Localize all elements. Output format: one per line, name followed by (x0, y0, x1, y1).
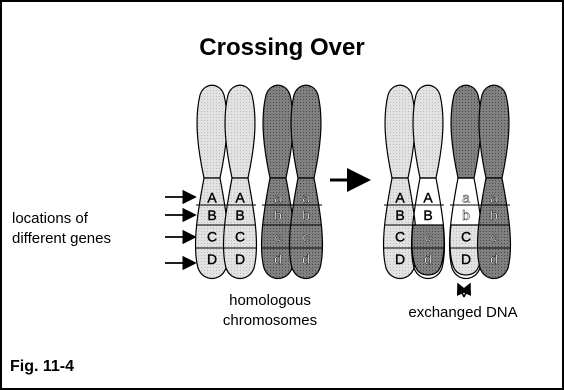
gene-label: c (425, 229, 432, 245)
gene-label: A (395, 190, 405, 206)
homologous-label-line1: homologous (229, 292, 311, 309)
diagram-title: Crossing Over (199, 34, 364, 61)
gene-label: b (302, 207, 310, 223)
gene-label: C (207, 229, 217, 245)
gene-label: B (235, 207, 244, 223)
gene-label: c (303, 229, 310, 245)
gene-label: a (274, 190, 282, 206)
gene-label: b (490, 207, 498, 223)
gene-label: D (395, 251, 405, 267)
gene-label: d (424, 251, 432, 267)
gene-label: D (207, 251, 217, 267)
gene-label: B (423, 207, 432, 223)
gene-label: a (490, 190, 498, 206)
gene-label: b (274, 207, 282, 223)
gene-label: C (395, 229, 405, 245)
gene-label: d (490, 251, 498, 267)
gene-label: d (302, 251, 310, 267)
exchanged-dna-label: exchanged DNA (408, 304, 517, 321)
gene-label: d (274, 251, 282, 267)
gene-label: B (395, 207, 404, 223)
gene-label: c (275, 229, 282, 245)
gene-label: C (461, 229, 471, 245)
gene-locations-label-line1: locations of (12, 210, 89, 227)
gene-label: D (235, 251, 245, 267)
gene-label: a (462, 190, 470, 206)
gene-label: A (207, 190, 217, 206)
gene-label: B (207, 207, 216, 223)
gene-locations-label-line2: different genes (12, 230, 111, 247)
gene-label: c (491, 229, 498, 245)
figure-label: Fig. 11-4 (10, 358, 74, 376)
gene-label: D (461, 251, 471, 267)
gene-label: A (235, 190, 245, 206)
gene-label: A (423, 190, 433, 206)
gene-label: a (302, 190, 310, 206)
gene-label: b (462, 207, 470, 223)
gene-label: C (235, 229, 245, 245)
homologous-label-line2: chromosomes (223, 312, 317, 329)
